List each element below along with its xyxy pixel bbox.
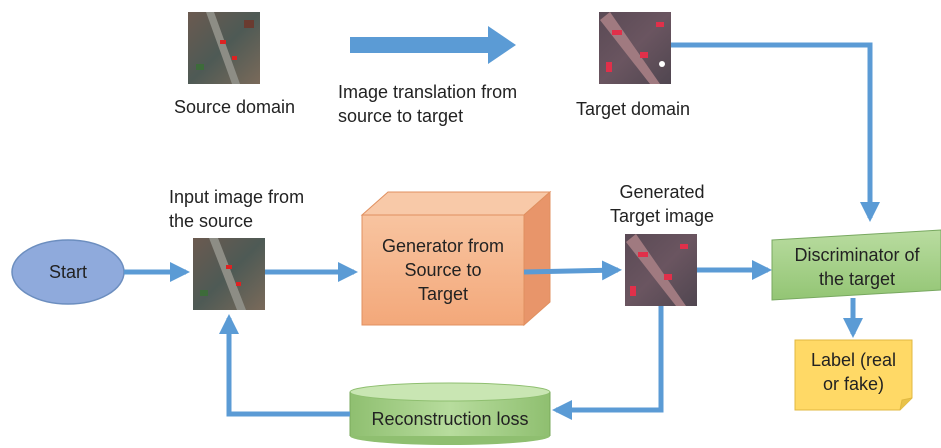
source-domain-image	[188, 12, 260, 84]
generated-target-image	[625, 234, 697, 306]
generated-image-label: Generated Target image	[609, 182, 715, 226]
translation-arrow	[350, 26, 516, 64]
discriminator-box	[771, 229, 941, 301]
discriminator-label: Discriminator of the target	[794, 245, 920, 289]
reconstruction-loss-label: Reconstruction loss	[371, 409, 529, 429]
target-domain-label: Target domain	[576, 99, 691, 119]
generator-to-generated-arrow	[523, 260, 622, 281]
output-label: Label (real or fake)	[810, 350, 897, 394]
loss-to-input-arrow	[219, 314, 350, 417]
generator-box	[360, 190, 552, 327]
output-label-box	[794, 339, 913, 411]
input-image	[193, 238, 265, 310]
reconstruction-loss-cylinder	[349, 382, 551, 445]
target-to-discriminator-arrow	[671, 42, 880, 222]
generated-to-loss-arrow	[552, 306, 664, 420]
target-domain-image	[599, 12, 671, 84]
translation-label: Image translation from source to target	[338, 82, 518, 126]
generator-label: Generator from Source to Target	[381, 236, 505, 304]
input-image-label: Input image from the source	[169, 187, 305, 231]
start-label: Start	[48, 262, 87, 282]
source-domain-label: Source domain	[174, 97, 296, 117]
